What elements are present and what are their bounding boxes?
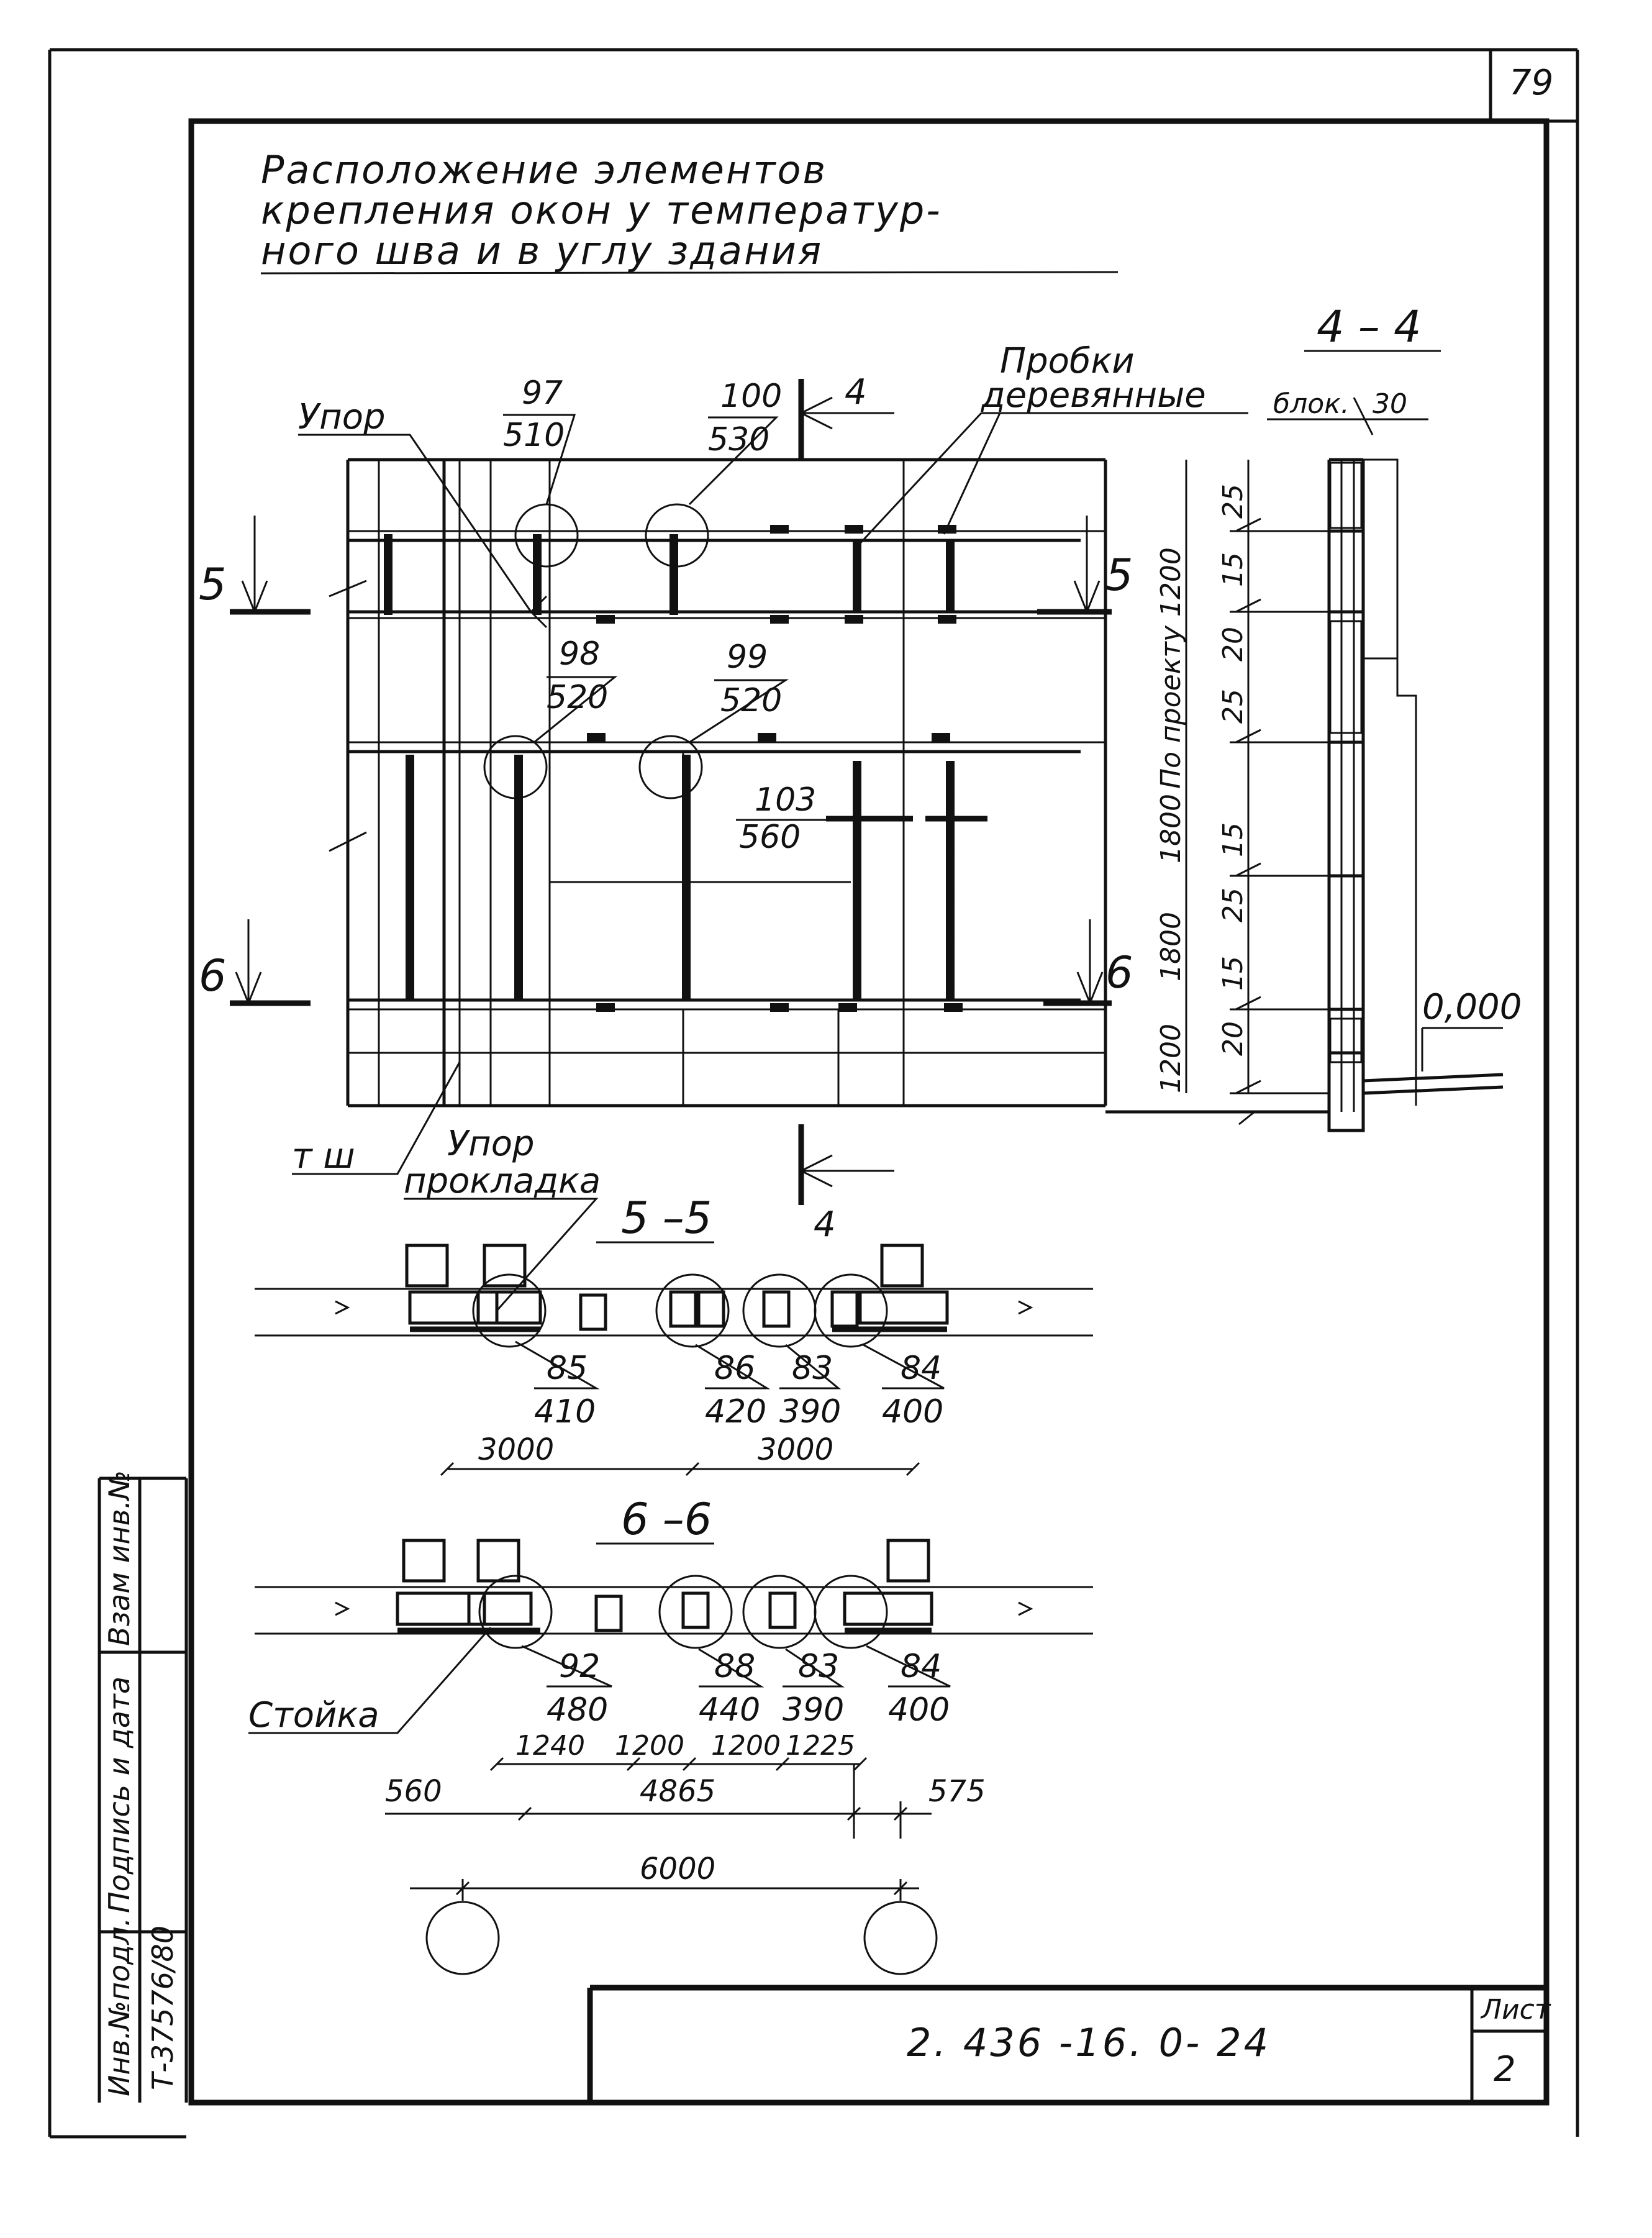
left-stamp: Взам инв.№ Подпись и дата Инв.№подл. Т-3… (98, 1470, 188, 2103)
level-mark: 0,000 (1422, 987, 1522, 1027)
callout-88-bottom: 440 (699, 1691, 760, 1729)
callout-98-bottom: 520 (547, 679, 608, 716)
section-4-4-title: 4 – 4 (1317, 301, 1422, 352)
section-mark-6-left: 6 (199, 919, 311, 1006)
dim-6-6-r1-1: 1200 (615, 1730, 684, 1762)
callout-83b-bottom: 390 (783, 1691, 844, 1729)
height-label-0: По проекту 1200 (1155, 547, 1187, 789)
callout-103-bottom: 560 (739, 819, 801, 856)
callout-97-top: 97 (522, 375, 563, 412)
upor-prokladka-line2: прокладка (404, 1161, 601, 1201)
title-block: 2. 436 -16. 0- 24 Лист 2 (587, 1985, 1551, 2103)
title-line-3: ного шва и в углу здания (261, 228, 823, 273)
section-mark-5-left: 5 (199, 516, 311, 615)
axis-circle-right (863, 1901, 938, 1975)
callout-86-bottom: 420 (705, 1393, 766, 1431)
list-value: 2 (1494, 2049, 1516, 2090)
section-mark-6-right: 6 (1043, 919, 1133, 1006)
inv-label: Инв.№подл. (102, 1917, 136, 2096)
svg-text:4: 4 (814, 1204, 836, 1245)
svg-text:6: 6 (199, 950, 227, 1001)
dim-6-6-r2-1: 4865 (640, 1774, 715, 1809)
callout-100-bottom: 530 (708, 421, 769, 458)
blok-label: блок. (1273, 388, 1350, 420)
callout-100-top: 100 (720, 378, 782, 415)
dim-total: 6000 (640, 1852, 715, 1886)
dim-4-4-1: 15 (1217, 552, 1249, 587)
dim-6-6-r1-0: 1240 (515, 1730, 585, 1762)
dim-6-6-r2-2: 575 (928, 1774, 986, 1809)
callout-97-bottom: 510 (503, 417, 565, 454)
dim-4-4-0: 25 (1217, 484, 1249, 519)
callout-85-bottom: 410 (534, 1393, 596, 1431)
inv-value: Т-37576/80 (146, 1926, 179, 2090)
svg-text:5: 5 (1105, 550, 1133, 601)
section-mark-5-right: 5 (1037, 516, 1133, 615)
probki-label-line1: Пробки (1000, 341, 1135, 381)
stoika-label: Стойка (248, 1695, 379, 1735)
callout-103-top: 103 (755, 781, 816, 819)
svg-text:5: 5 (199, 559, 227, 610)
blok-dim: 30 (1373, 388, 1407, 420)
section-4-4: 4 – 4 блок. 30 25 15 20 25 15 25 15 20 П… (1105, 301, 1522, 1132)
fastener-marks (587, 525, 963, 1012)
probki-label-line2: деревянные (981, 375, 1206, 416)
section-5-5: 5 –5 85 410 86 420 83 390 84 400 (255, 1193, 1093, 1476)
section-6-6-title: 6 –6 (621, 1494, 712, 1545)
page-number: 79 (1509, 63, 1553, 103)
callout-98-top: 98 (559, 635, 600, 673)
sheet-frame (48, 48, 1579, 2139)
upor-prokladka-line1: Упор (447, 1124, 535, 1164)
detail-circle-100 (645, 503, 709, 568)
dim-4-4-3: 25 (1217, 689, 1249, 724)
height-label-2: 1800 (1155, 912, 1187, 981)
callout-83b-top: 83 (798, 1648, 839, 1685)
section-5-5-title: 5 –5 (621, 1193, 712, 1244)
drawing-code: 2. 436 -16. 0- 24 (907, 2020, 1271, 2065)
dim-6-6-r1-2: 1200 (711, 1730, 781, 1762)
dim-6-6-r1-3: 1225 (786, 1730, 855, 1762)
title-line-1: Расположение элементов (261, 147, 827, 193)
callout-84b-bottom: 400 (888, 1691, 950, 1729)
detail-circle-98 (483, 735, 548, 799)
title-line-2: крепления окон у температур- (261, 188, 942, 233)
axis-circle-left (425, 1901, 500, 1975)
detail-circle-99 (638, 735, 703, 799)
height-label-1: 1800 (1155, 794, 1187, 863)
dim-4-4-5: 25 (1217, 888, 1249, 922)
upor-label: Упор (298, 397, 386, 437)
vzam-label: Взам инв.№ (102, 1470, 136, 1646)
section-mark-4-top: 4 (798, 372, 894, 460)
height-label-3: 1200 (1155, 1024, 1187, 1093)
dim-6-6-r2-0: 560 (385, 1774, 442, 1809)
svg-text:6: 6 (1105, 947, 1133, 998)
dim-5-5-0: 3000 (478, 1432, 554, 1467)
dim-4-4-7: 20 (1217, 1021, 1249, 1056)
podpis-label: Подпись и дата (102, 1676, 136, 1913)
callout-85-top: 85 (547, 1350, 588, 1387)
callout-83-bottom: 390 (779, 1393, 841, 1431)
dim-4-4-6: 15 (1217, 956, 1249, 991)
section-6-6: 6 –6 92 480 88 440 83 390 84 400 Стойка (248, 1494, 1093, 1975)
tw-label: т ш (292, 1136, 355, 1176)
detail-circle-97 (514, 503, 579, 568)
dim-4-4-4: 15 (1217, 822, 1249, 857)
dim-5-5-1: 3000 (758, 1432, 833, 1467)
callout-84-bottom: 400 (882, 1393, 943, 1431)
callout-99-top: 99 (727, 639, 768, 676)
facade-elevation (329, 458, 1107, 1108)
callout-92-bottom: 480 (547, 1691, 608, 1729)
callout-92-top: 92 (559, 1648, 600, 1685)
list-label: Лист (1480, 1994, 1551, 2026)
section-mark-4-bottom: 4 (798, 1124, 894, 1245)
svg-text:4: 4 (845, 372, 867, 412)
sheet-title: Расположение элементов крепления окон у … (260, 147, 1119, 275)
dim-4-4-2: 20 (1217, 627, 1249, 662)
